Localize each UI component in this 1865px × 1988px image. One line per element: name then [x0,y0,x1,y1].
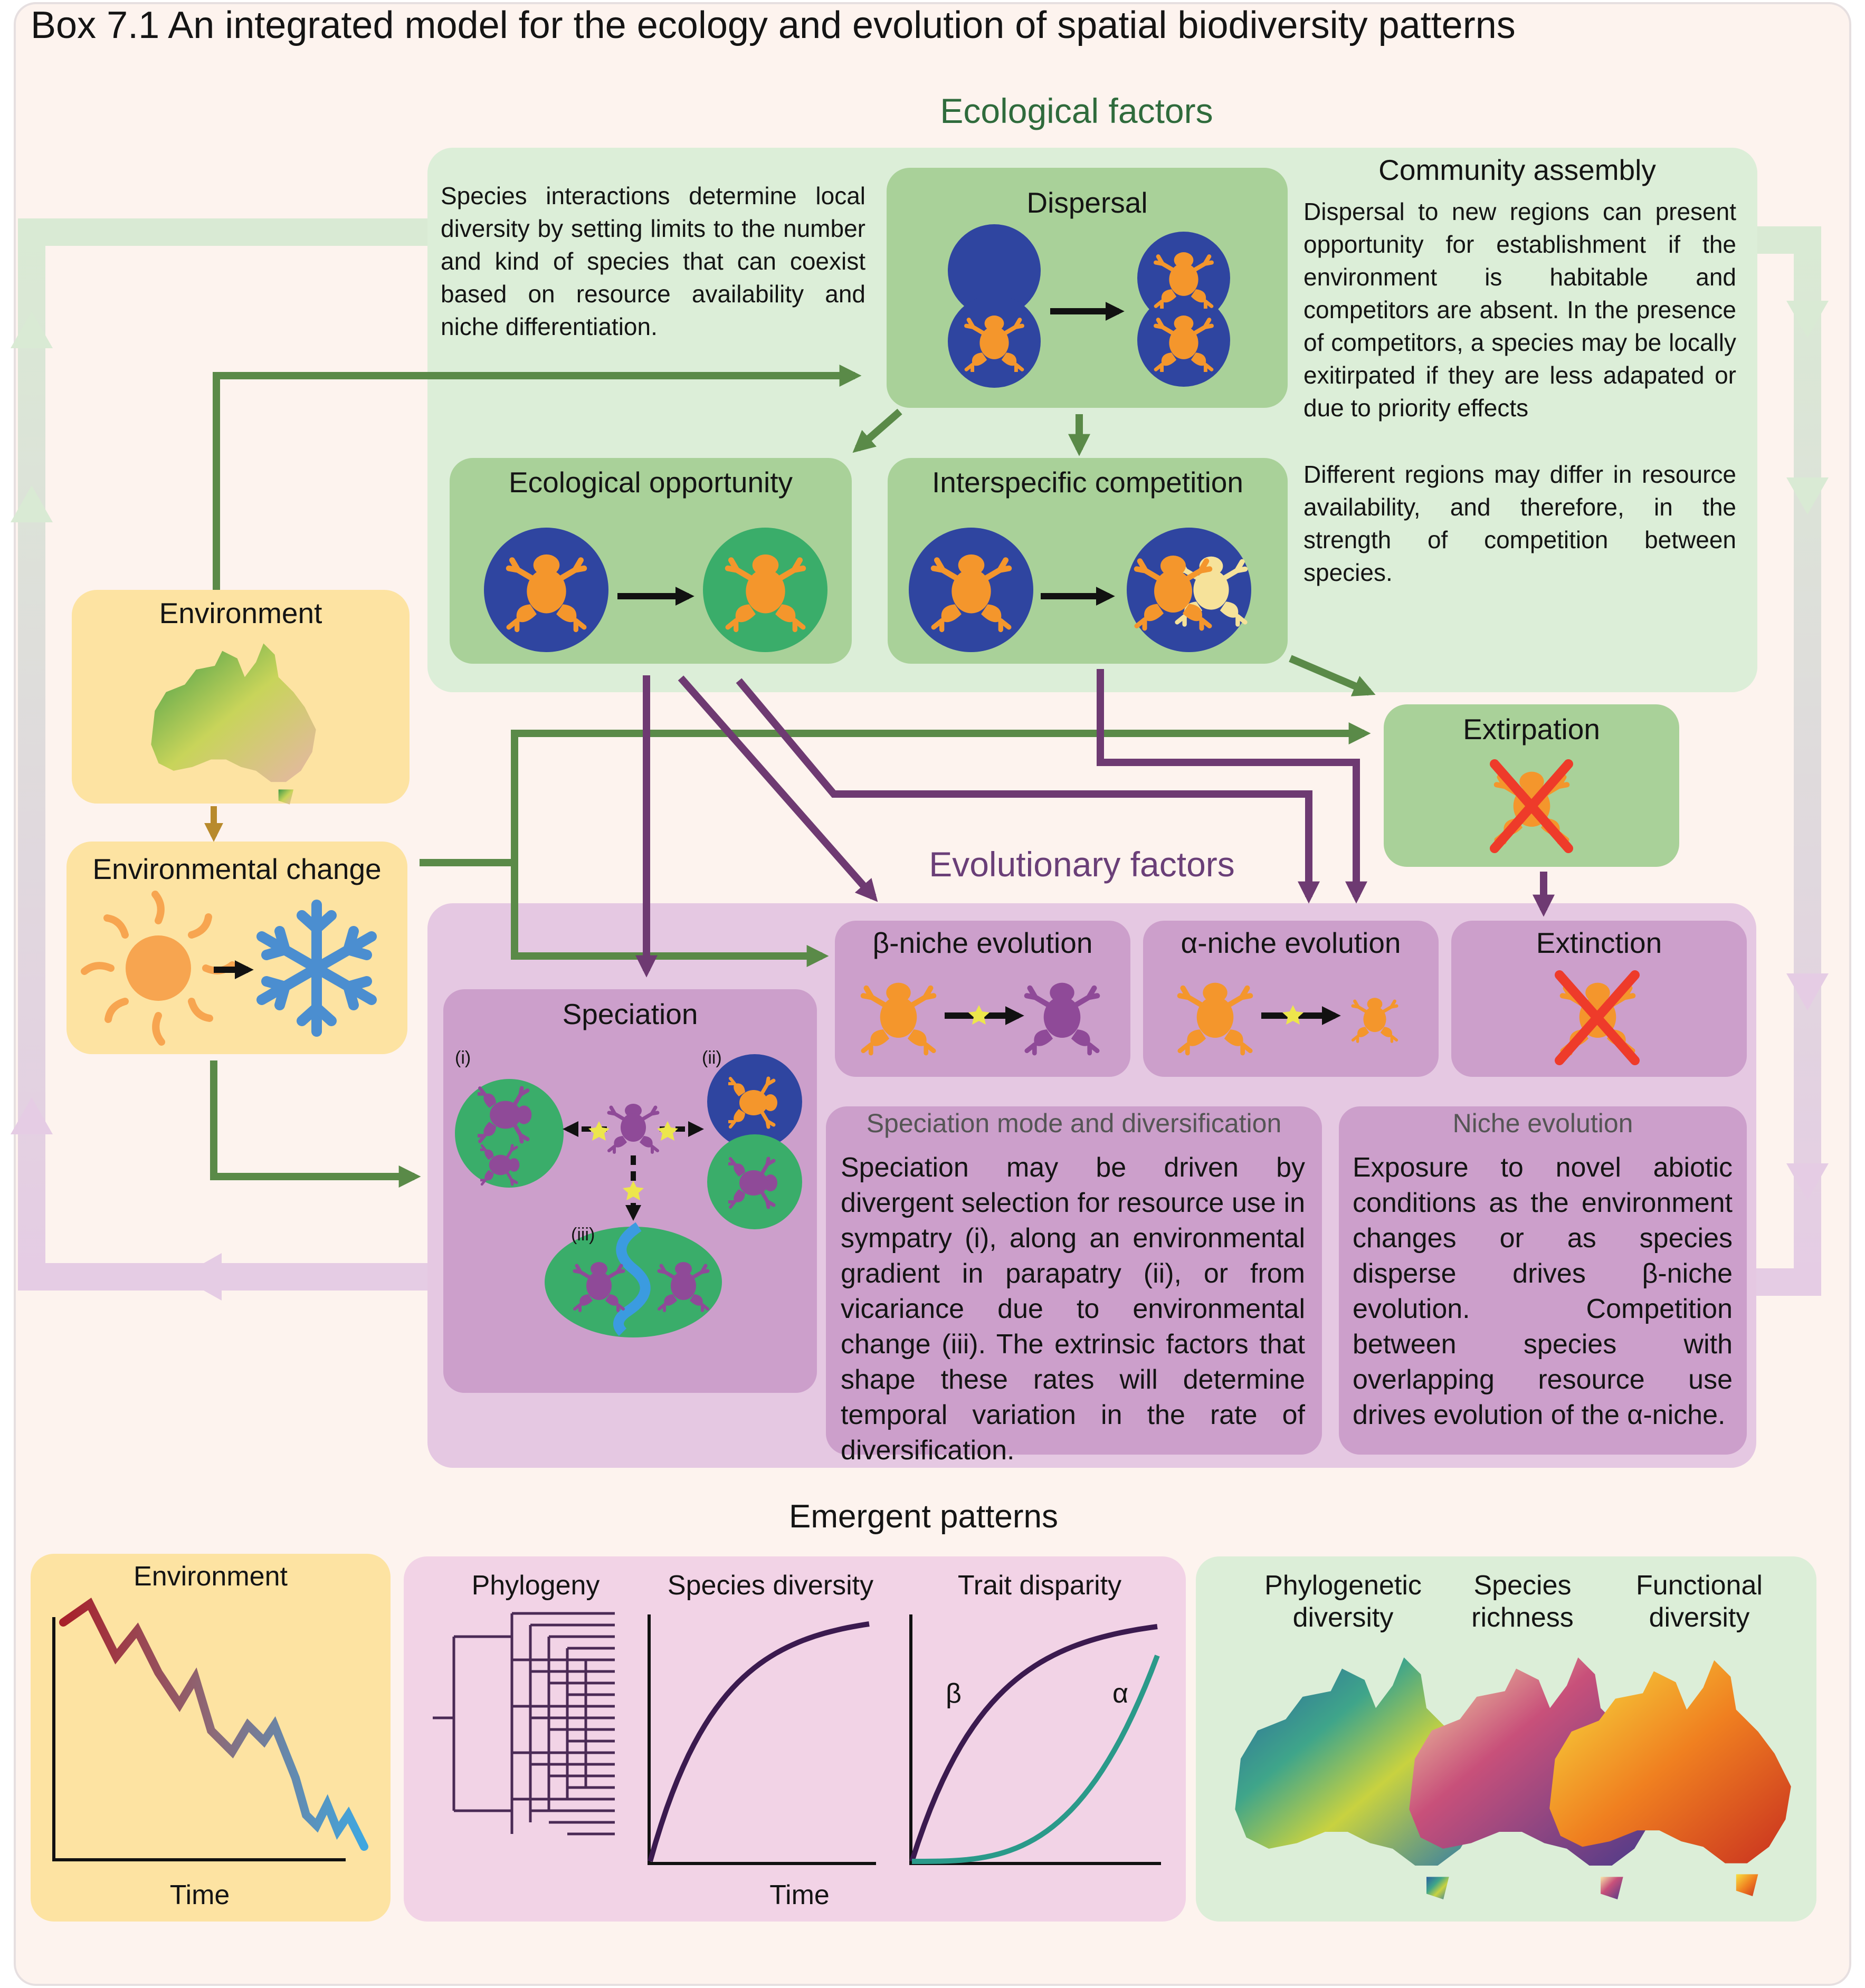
community-assembly-heading: Community assembly [1378,154,1656,186]
evolutionary-factors-heading: Evolutionary factors [929,845,1235,884]
extirpation-label: Extirpation [1463,713,1600,746]
alpha-niche-evolution-label: α-niche evolution [1181,926,1401,959]
functional-diversity-title: Functional diversity [1636,1570,1763,1633]
speciation-mode-text: Speciation may be driven by divergent se… [841,1152,1305,1466]
beta-niche-evolution-label: β-niche evolution [872,926,1093,959]
speciation-label: Speciation [562,998,698,1030]
environment-time-curve [59,1598,368,1851]
beta-disparity-curve [909,1624,1158,1862]
ecological-opportunity-label: Ecological opportunity [508,466,793,499]
species-interactions-text: Species interactions determine local div… [441,182,865,340]
phylogeny-title: Phylogeny [471,1570,600,1601]
ecological-factors-heading: Ecological factors [940,91,1213,130]
regional-competition-text: Different regions may differ in resource… [1303,461,1736,586]
trait-disparity-title: Trait disparity [957,1570,1122,1601]
beta-curve-label: β [946,1678,962,1709]
species-diversity-title: Species diversity [667,1570,874,1601]
interspecific-competition-label: Interspecific competition [932,466,1243,499]
speciation-marker-i: (i) [455,1048,471,1068]
extinction-label: Extinction [1536,926,1662,959]
figure-title: Box 7.1 An integrated model for the ecol… [31,4,1516,46]
community-assembly-text: Dispersal to new regions can present opp… [1303,198,1736,422]
environment-time-xlabel: Time [169,1880,230,1910]
speciation-mode-heading: Speciation mode and diversification [866,1108,1282,1138]
species-richness-title: Species richness [1471,1570,1574,1633]
emergent-patterns-heading: Emergent patterns [788,1498,1059,1535]
phylogenetic-diversity-title: Phylogenetic diversity [1264,1570,1422,1633]
dispersal-label: Dispersal [1026,186,1148,219]
speciation-marker-ii: (ii) [702,1048,722,1068]
phylogeny-tree [433,1612,615,1836]
speciation-marker-iii: (iii) [571,1225,595,1245]
time-xlabel: Time [769,1880,830,1910]
niche-evolution-heading: Niche evolution [1452,1108,1633,1138]
species-diversity-curve [648,1621,870,1862]
emergent-environment-title: Environment [134,1561,288,1592]
phylogeny-branches [433,1612,615,1836]
niche-evolution-text: Exposure to novel abiotic conditions as … [1353,1152,1733,1430]
alpha-curve-label: α [1112,1678,1129,1709]
environmental-change-label: Environmental change [92,853,382,885]
environment-label: Environment [159,597,322,629]
alpha-disparity-curve [912,1655,1160,1864]
